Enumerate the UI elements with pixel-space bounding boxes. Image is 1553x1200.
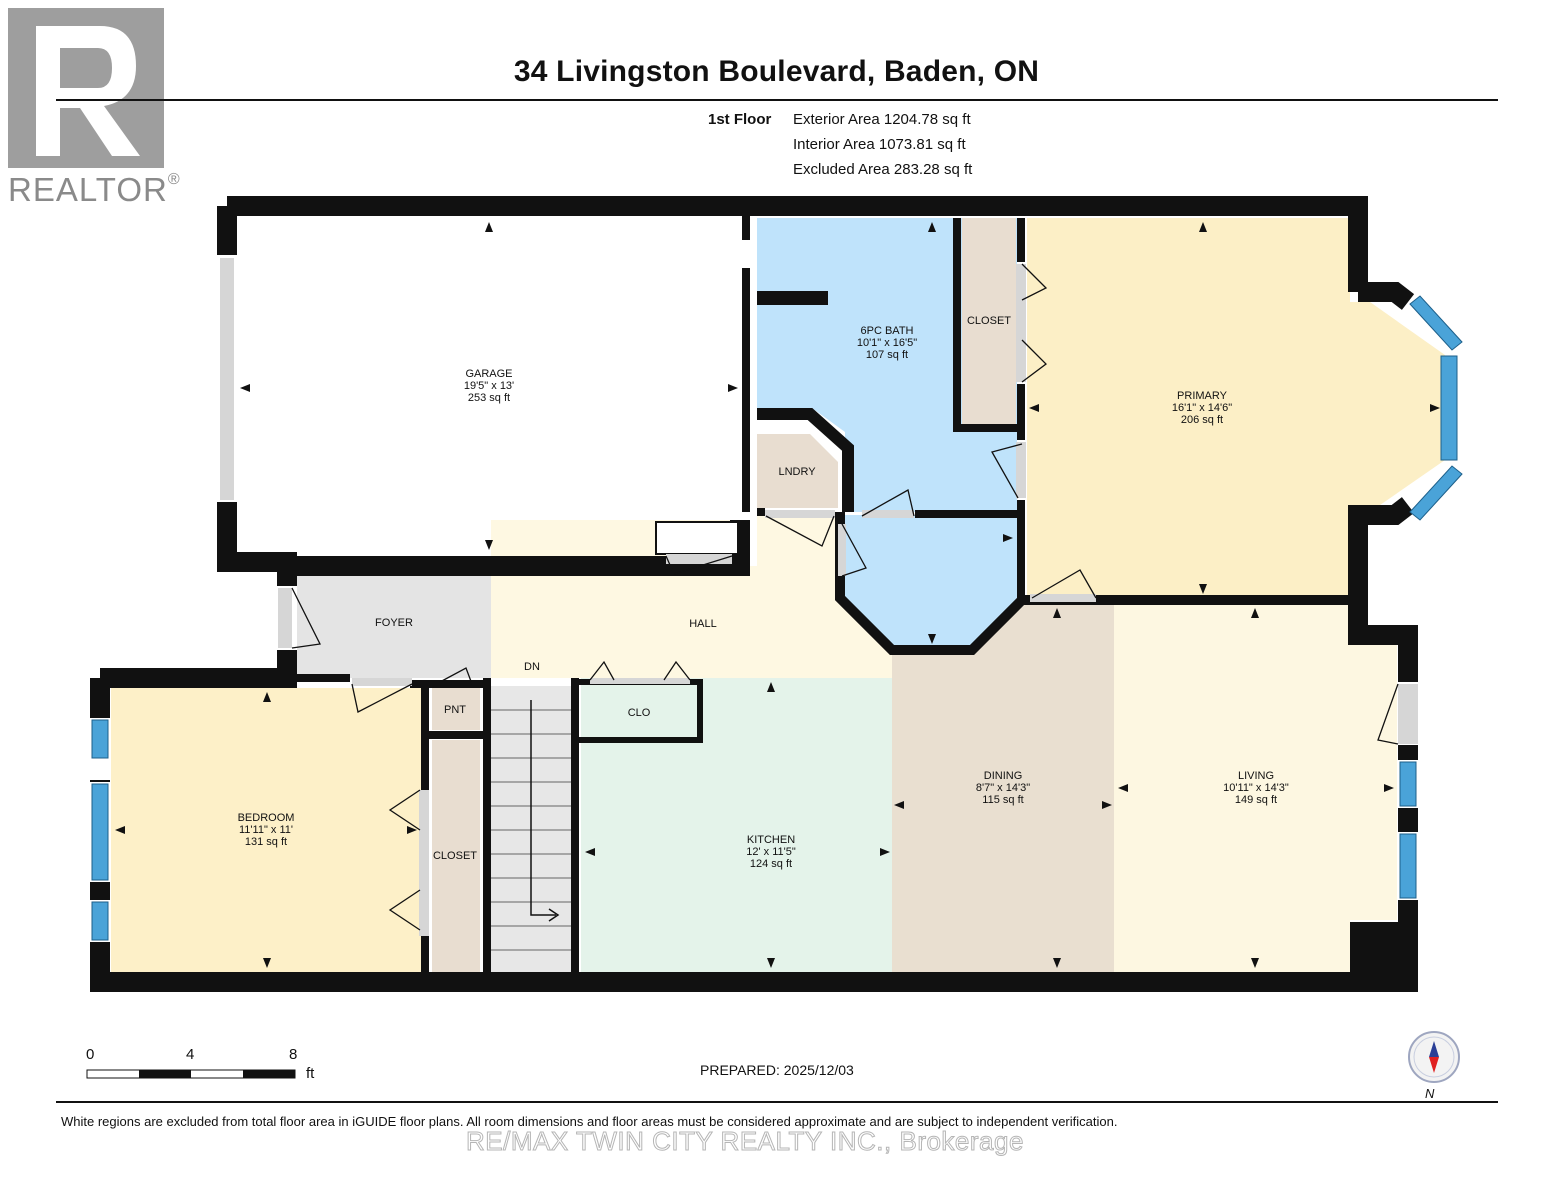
realtor-r-logo-icon	[8, 8, 164, 168]
compass: N	[1404, 1030, 1464, 1102]
room-living-area: 149 sq ft	[1234, 794, 1278, 806]
stair-treads	[491, 700, 571, 951]
room-hall: HALL	[689, 618, 717, 630]
room-bath-dims: 10'1" x 16'5"	[856, 337, 918, 349]
room-pantry: PNT	[444, 704, 466, 716]
room-living-dims: 10'11" x 14'3"	[1223, 782, 1289, 794]
room-bath: 6PC BATH 10'1" x 16'5" 107 sq ft	[857, 325, 917, 361]
room-bedroom: BEDROOM 11'11" x 11' 131 sq ft	[238, 812, 295, 848]
room-closet-top: CLOSET	[966, 315, 1012, 327]
room-closet-bed: CLOSET	[432, 850, 478, 862]
prepared-date: PREPARED: 2025/12/03	[700, 1062, 854, 1078]
floor-label: 1st Floor	[708, 111, 772, 128]
room-living-name: LIVING	[1237, 770, 1275, 782]
bath-lower-fill	[845, 515, 1017, 648]
door-openings	[220, 258, 1418, 936]
room-primary-area: 206 sq ft	[1180, 414, 1224, 426]
room-kitchen: KITCHEN 12' x 11'5" 124 sq ft	[746, 834, 796, 870]
realtor-logo: REALTOR®	[8, 8, 180, 208]
dimension-arrows	[115, 222, 1440, 968]
dining-fill	[892, 605, 1114, 972]
room-primary-dims: 16'1" x 14'6"	[1171, 402, 1233, 414]
room-garage-dims: 19'5" x 13'	[463, 380, 515, 392]
room-garage-area: 253 sq ft	[467, 392, 511, 404]
room-kitchen-area: 124 sq ft	[749, 858, 793, 870]
interior-area: Interior Area 1073.81 sq ft	[793, 136, 966, 153]
room-foyer: FOYER	[375, 617, 413, 629]
scale-bar: 0 4 8 ft	[80, 1046, 330, 1086]
page-title: 34 Livingston Boulevard, Baden, ON	[513, 55, 1040, 88]
room-dining-name: DINING	[983, 770, 1023, 782]
excluded-area: Excluded Area 283.28 sq ft	[793, 161, 973, 178]
footer-divider	[56, 1101, 1498, 1103]
room-kitchen-name: KITCHEN	[746, 834, 796, 846]
primary-fill	[1027, 218, 1445, 598]
registered-mark: ®	[167, 171, 180, 188]
room-bedroom-area: 131 sq ft	[244, 836, 288, 848]
room-garage: GARAGE 19'5" x 13' 253 sq ft	[464, 368, 514, 404]
windows	[91, 295, 1463, 941]
realtor-wordmark: REALTOR	[8, 171, 168, 208]
room-kitchen-dims: 12' x 11'5"	[746, 846, 796, 858]
room-dining: DINING 8'7" x 14'3" 115 sq ft	[976, 770, 1030, 806]
room-bedroom-name: BEDROOM	[237, 812, 295, 824]
exterior-block	[1350, 922, 1408, 972]
brokerage-watermark: RE/MAX TWIN CITY REALTY INC., Brokerage	[466, 1126, 1024, 1157]
room-dining-area: 115 sq ft	[982, 794, 1024, 806]
scale-label-0: 0	[86, 1046, 95, 1063]
living-fill	[1114, 605, 1397, 972]
closet-top-fill	[962, 218, 1016, 424]
door-swings	[291, 263, 1399, 931]
compass-icon	[1408, 1031, 1460, 1083]
scale-unit: ft	[306, 1065, 315, 1082]
scale-label-8: 8	[289, 1046, 298, 1063]
hall-fill	[491, 512, 892, 678]
foyer-fill	[297, 566, 491, 678]
scale-bar-graphic	[86, 1069, 296, 1079]
title-divider	[56, 99, 1498, 101]
bedroom-fill	[111, 688, 421, 972]
room-primary-name: PRIMARY	[1177, 390, 1227, 402]
room-living: LIVING 10'11" x 14'3" 149 sq ft	[1223, 770, 1289, 806]
room-dining-dims: 8'7" x 14'3"	[975, 782, 1031, 794]
laundry-fill	[757, 434, 838, 508]
exterior-area: Exterior Area 1204.78 sq ft	[793, 111, 971, 128]
disclaimer-note: White regions are excluded from total fl…	[61, 1114, 1118, 1129]
room-stairs-dn: DN	[524, 661, 540, 673]
pantry-fill	[432, 688, 480, 730]
closet-bed-fill	[432, 740, 480, 972]
garage-fill	[237, 216, 740, 552]
room-garage-name: GARAGE	[465, 368, 513, 380]
room-closet-hall: CLO	[627, 707, 651, 719]
scale-label-4: 4	[186, 1046, 195, 1063]
compass-north-label: N	[1425, 1086, 1435, 1101]
room-primary: PRIMARY 16'1" x 14'6" 206 sq ft	[1172, 390, 1232, 426]
room-bath-name: 6PC BATH	[860, 325, 914, 337]
room-bath-area: 107 sq ft	[865, 349, 909, 361]
kitchen-fill	[581, 678, 892, 972]
room-laundry: LNDRY	[778, 466, 816, 478]
room-bedroom-dims: 11'11" x 11'	[239, 824, 293, 836]
